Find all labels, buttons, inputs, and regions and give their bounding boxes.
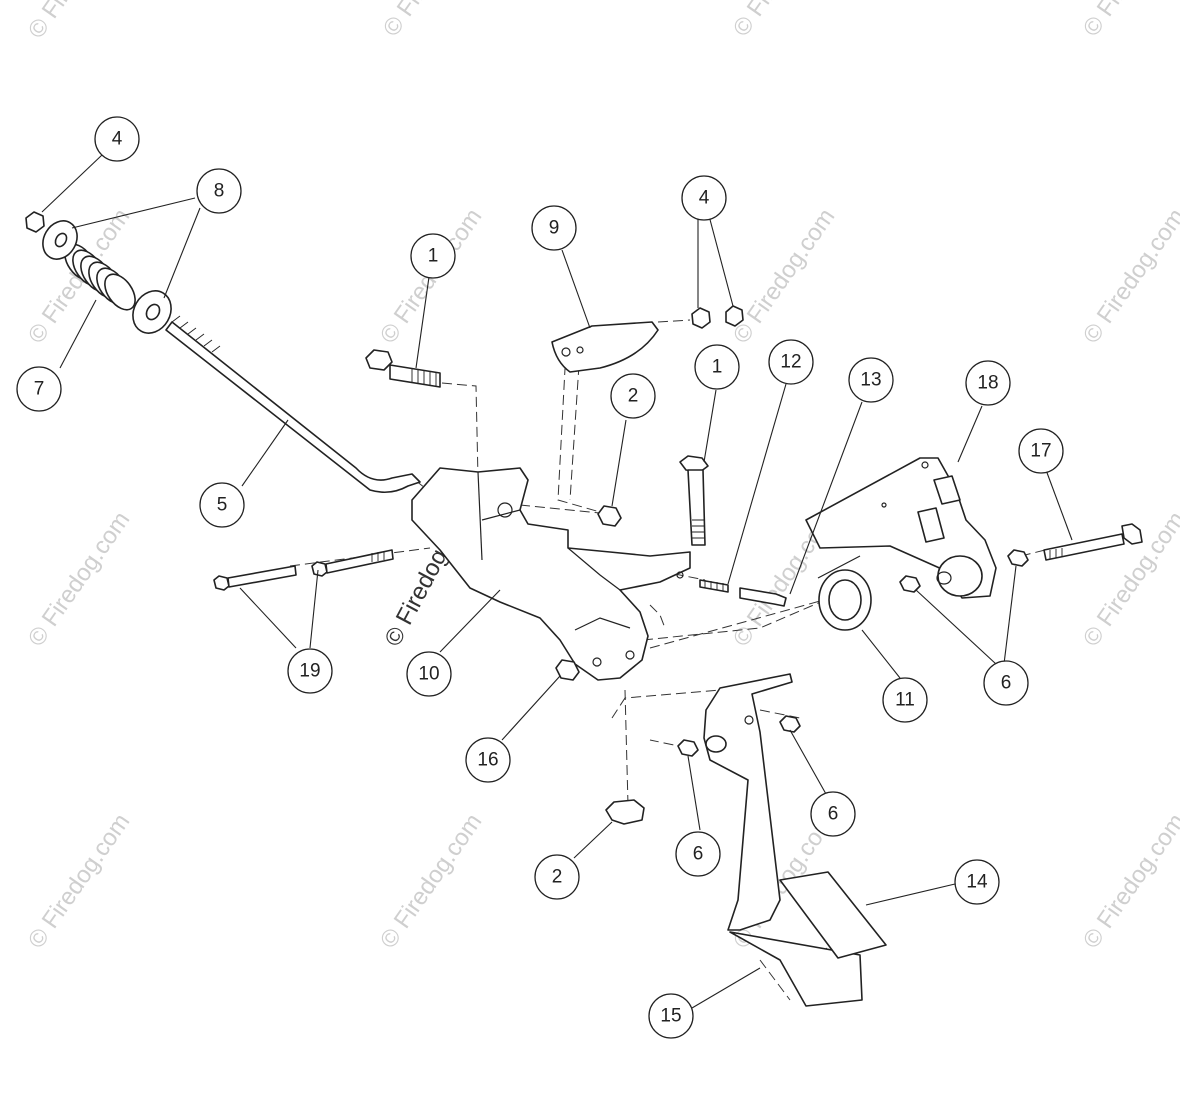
spring-rod-assembly — [25, 211, 421, 494]
spring-7 — [64, 243, 136, 311]
svg-text:18: 18 — [977, 373, 998, 394]
callout-4: 4 — [94, 116, 140, 162]
callout-15: 15 — [648, 993, 694, 1039]
svg-text:13: 13 — [860, 370, 881, 391]
watermark: © Firedog.com — [23, 507, 136, 652]
bolts-19 — [213, 549, 394, 591]
svg-text:2: 2 — [628, 386, 639, 407]
svg-text:5: 5 — [217, 495, 228, 516]
svg-text:11: 11 — [895, 690, 915, 711]
bolt-13 — [739, 587, 787, 607]
svg-text:19: 19 — [299, 661, 320, 682]
svg-text:17: 17 — [1030, 441, 1051, 462]
nuts-4-right — [691, 305, 744, 329]
nut-6-right — [899, 575, 921, 593]
bracket-9 — [551, 321, 659, 373]
main-bracket-10 — [411, 467, 691, 681]
watermark: © Firedog.com — [375, 809, 488, 954]
svg-text:2: 2 — [552, 867, 563, 888]
sleeve-11 — [817, 555, 872, 631]
nut-4-left — [25, 211, 45, 233]
watermark-layer: © Firedog.com © Firedog.com © Firedog.co… — [23, 0, 1180, 953]
callout-8: 8 — [196, 168, 242, 214]
svg-text:12: 12 — [780, 352, 801, 373]
callout-19: 19 — [287, 648, 333, 694]
svg-text:1: 1 — [712, 357, 723, 378]
callout-2: 2 — [534, 854, 580, 900]
callout-18: 18 — [965, 360, 1011, 406]
assembly-lines — [289, 319, 1046, 1001]
spring-12 — [699, 579, 729, 593]
callout-13: 13 — [848, 357, 894, 403]
callout-12: 12 — [768, 339, 814, 385]
svg-text:7: 7 — [34, 379, 45, 400]
callout-9: 9 — [531, 205, 577, 251]
svg-text:15: 15 — [660, 1006, 681, 1027]
nut-2-upper — [597, 505, 622, 527]
nut-6-upper-pedal — [779, 715, 801, 733]
watermark: © Firedog.com — [1078, 809, 1180, 954]
watermark: © Firedog.com — [23, 809, 136, 954]
watermark: © Firedog.com — [728, 204, 841, 349]
watermark: © Firedog.com — [1078, 0, 1180, 41]
callouts: 4 8 7 1 9 4 2 1 12 13 18 17 5 19 10 11 6… — [16, 116, 1064, 1039]
svg-text:1: 1 — [428, 246, 439, 267]
svg-text:16: 16 — [477, 750, 498, 771]
callout-6: 6 — [675, 831, 721, 877]
callout-11: 11 — [882, 677, 928, 723]
nut-16 — [555, 659, 580, 681]
svg-text:6: 6 — [828, 804, 839, 825]
leader-lines — [41, 154, 1073, 1009]
svg-text:9: 9 — [549, 218, 560, 239]
callout-2: 2 — [610, 373, 656, 419]
svg-text:4: 4 — [112, 129, 123, 150]
plate-18 — [805, 457, 997, 599]
watermark: © Firedog.com — [1078, 204, 1180, 349]
svg-text:10: 10 — [418, 664, 439, 685]
nut-6-far-right — [1007, 549, 1029, 567]
svg-text:8: 8 — [214, 181, 225, 202]
callout-1: 1 — [410, 233, 456, 279]
bolt-1-vertical — [679, 455, 709, 546]
bolt-17 — [1043, 523, 1143, 561]
nut-2-lower — [605, 799, 645, 825]
callout-6: 6 — [983, 660, 1029, 706]
callout-17: 17 — [1018, 428, 1064, 474]
watermark: © Firedog.com — [728, 0, 841, 41]
nut-6-pedal — [677, 739, 699, 757]
svg-text:6: 6 — [693, 844, 704, 865]
callout-4: 4 — [681, 175, 727, 221]
watermark: © Firedog.com — [23, 0, 136, 43]
svg-text:14: 14 — [966, 872, 988, 893]
callout-7: 7 — [16, 366, 62, 412]
callout-10: 10 — [406, 651, 452, 697]
pedal-pad-14 — [779, 871, 887, 959]
bolt-1-left — [365, 349, 441, 388]
callout-16: 16 — [465, 737, 511, 783]
pedal-arm-15 — [703, 673, 863, 1007]
callout-6: 6 — [810, 791, 856, 837]
svg-text:6: 6 — [1001, 673, 1012, 694]
watermark: © Firedog.com — [378, 0, 491, 41]
svg-text:4: 4 — [699, 188, 710, 209]
callout-5: 5 — [199, 482, 245, 528]
callout-1: 1 — [694, 344, 740, 390]
callout-14: 14 — [954, 859, 1000, 905]
